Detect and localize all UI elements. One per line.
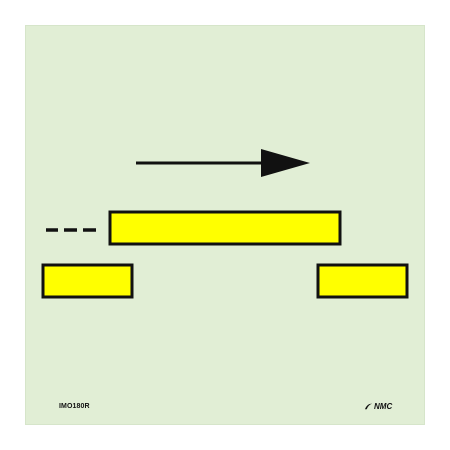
sliding-door-bar-icon [108, 210, 342, 246]
arrow-right-icon [136, 149, 310, 177]
nmc-logo-swoosh-icon [364, 403, 373, 409]
product-code-label: IMO180R [59, 403, 90, 410]
brand-name-text: NMC [374, 401, 393, 411]
brand-logo: NMC [364, 400, 392, 412]
left-wall-block-icon [41, 263, 134, 299]
right-wall-block-icon [316, 263, 409, 299]
